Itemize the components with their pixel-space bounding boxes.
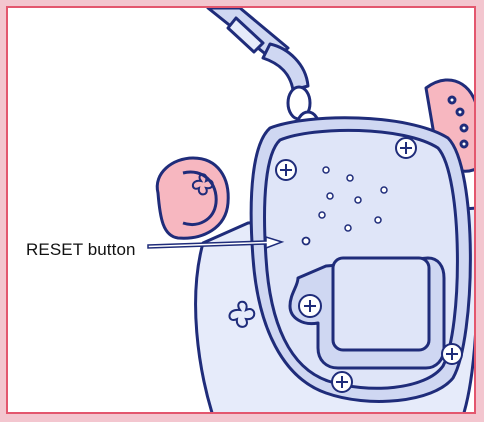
screw-icon (332, 372, 352, 392)
reset-button-label: RESET button (26, 240, 136, 260)
device-illustration (8, 8, 476, 414)
screw-icon (299, 295, 321, 317)
reset-hole-icon (303, 238, 310, 245)
screw-icon (276, 160, 296, 180)
left-arm (157, 158, 228, 238)
screw-icon (442, 344, 462, 364)
diagram-frame: RESET button (6, 6, 476, 414)
screw-icon (396, 138, 416, 158)
